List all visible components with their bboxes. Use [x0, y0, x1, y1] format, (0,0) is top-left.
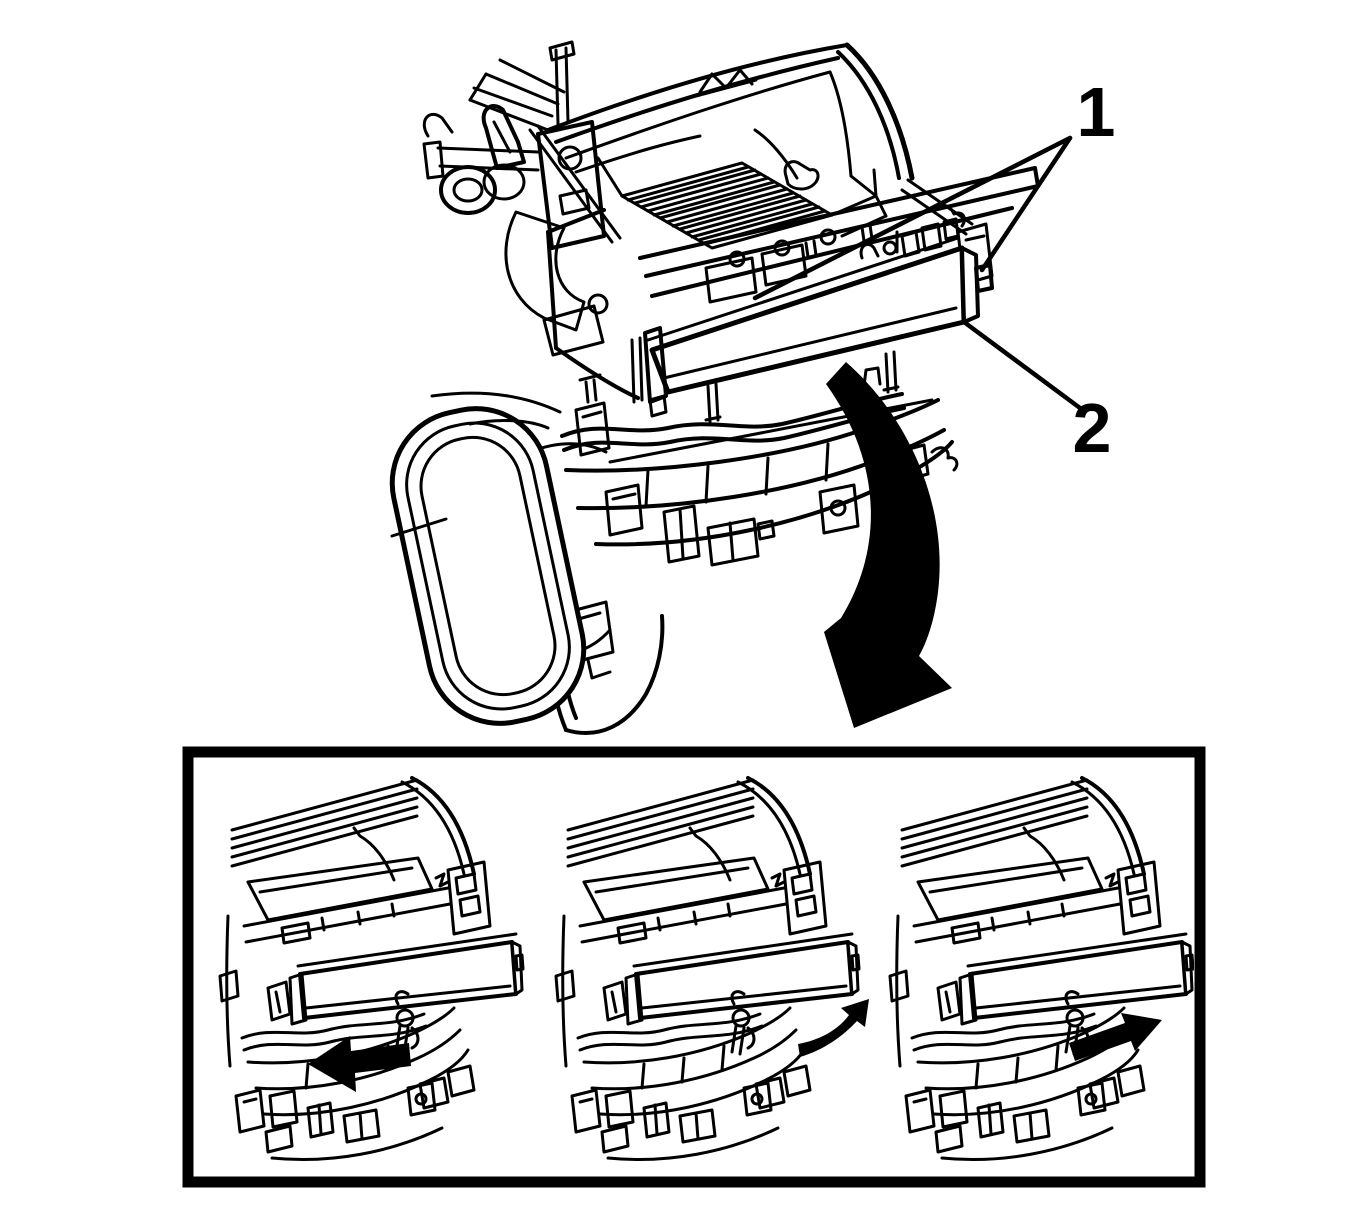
housing-upper-band	[546, 166, 1040, 404]
left-arrow-icon	[308, 1036, 411, 1092]
curved-down-arrow-icon	[824, 362, 952, 728]
inset-panel-3	[888, 776, 1194, 1162]
inset-box-border	[182, 746, 1206, 1188]
inset-panel-2-drawing	[554, 776, 861, 1162]
inset-sequence-box	[182, 746, 1206, 1188]
duct-accent-lines	[390, 419, 550, 538]
callout-1: 1	[752, 73, 1116, 301]
intake-duct-opening	[389, 406, 587, 726]
callout-1-label: 1	[1077, 73, 1116, 151]
inset-panel-1-drawing	[218, 776, 525, 1162]
callout-1-leader-left	[752, 135, 1073, 301]
hinge-bracket-cluster	[422, 40, 622, 357]
callout-2-leader	[961, 319, 1083, 411]
callout-2: 2	[961, 319, 1112, 467]
inset-panel-3-drawing	[888, 776, 1194, 1162]
filter-retaining-tab-left	[643, 326, 668, 404]
main-assembly-drawing: 1 2	[389, 40, 1116, 735]
curved-up-right-arrow-icon	[798, 999, 869, 1057]
callout-1-leader-right	[979, 135, 1073, 273]
inset-panel-1	[218, 776, 525, 1162]
access-cover-lid	[468, 42, 915, 191]
callout-2-label: 2	[1073, 389, 1112, 467]
inset-panel-2	[554, 776, 869, 1162]
right-arrow-icon	[1069, 1013, 1162, 1061]
